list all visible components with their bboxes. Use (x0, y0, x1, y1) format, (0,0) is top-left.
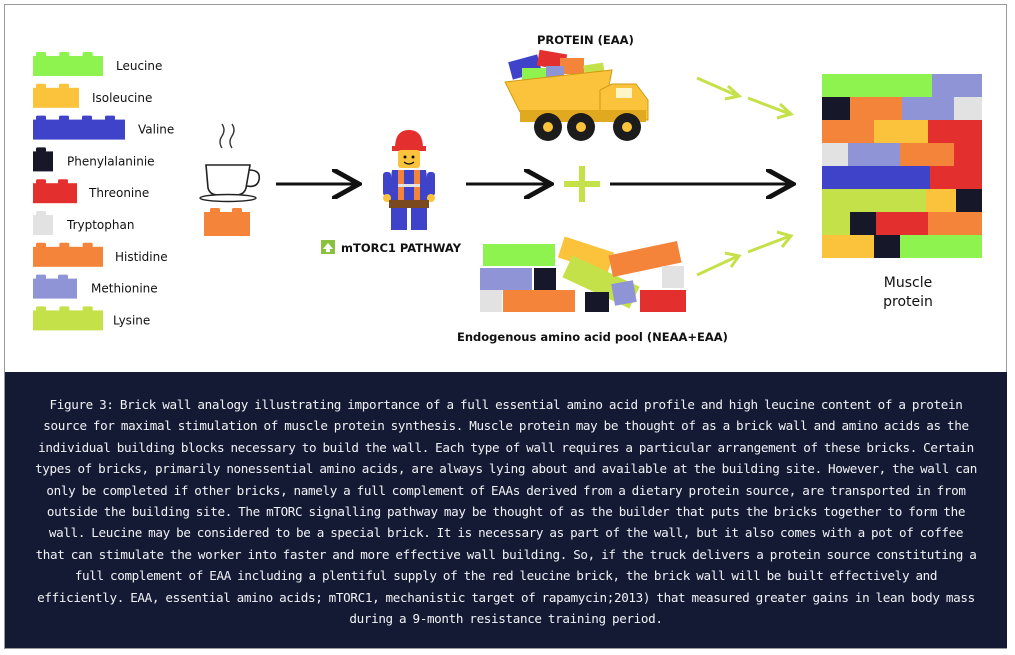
legend-brick-lysine (33, 306, 103, 331)
muscle-protein-brick-wall (822, 74, 982, 258)
wall-brick (822, 166, 930, 189)
legend: LeucineIsoleucineValinePhenylalaninieThr… (33, 52, 174, 331)
wall-brick (822, 212, 850, 235)
pool-to-wall-arrows (696, 230, 794, 277)
muscle-label-line2: protein (883, 294, 933, 310)
builder-worker-icon (383, 130, 435, 230)
wall-brick (900, 235, 982, 258)
wall-brick (926, 189, 956, 212)
wall-brick (912, 74, 932, 97)
legend-brick-phenylalaninie (33, 147, 53, 172)
wall-brick (932, 74, 982, 97)
wall-brick (850, 212, 876, 235)
wall-brick (928, 212, 982, 235)
legend-label: Threonine (88, 186, 149, 200)
figure-frame (4, 4, 1007, 649)
legend-brick-tryptophan (33, 211, 53, 235)
wall-brick (954, 97, 982, 120)
legend-brick-threonine (33, 179, 77, 204)
legend-label: Lysine (113, 313, 150, 327)
pathway-up-icon (321, 240, 335, 254)
wall-brick (822, 235, 874, 258)
wall-brick (822, 143, 848, 166)
muscle-label-line1: Muscle (884, 275, 932, 291)
wall-brick (930, 166, 982, 189)
diagram: LeucineIsoleucineValinePhenylalaninieThr… (33, 33, 982, 344)
legend-label: Isoleucine (92, 91, 152, 105)
plus-icon (564, 166, 600, 202)
dump-truck-icon (504, 49, 649, 141)
wall-brick (902, 97, 954, 120)
wall-brick (822, 97, 850, 120)
wall-brick (822, 74, 858, 97)
caption-box: Figure 3: Brick wall analogy illustratin… (5, 372, 1007, 648)
coffee-cup-icon (199, 123, 261, 203)
leucine-special-brick (204, 208, 250, 236)
legend-brick-histidine (33, 242, 103, 267)
legend-label: Histidine (115, 250, 168, 264)
legend-label: Tryptophan (66, 218, 134, 232)
pathway-label: mTORC1 PATHWAY (341, 241, 462, 255)
wall-brick (848, 143, 900, 166)
wall-brick (874, 120, 928, 143)
wall-brick (822, 189, 876, 212)
wall-brick (928, 120, 982, 143)
wall-brick (858, 74, 912, 97)
amino-acid-pool-bricks (480, 236, 686, 312)
wall-brick (876, 212, 928, 235)
figure-caption: Figure 3: Brick wall analogy illustratin… (35, 397, 977, 627)
wall-brick (954, 143, 982, 166)
legend-label: Leucine (116, 59, 162, 73)
wall-brick (874, 235, 900, 258)
wall-brick (850, 97, 902, 120)
legend-brick-valine (33, 115, 125, 140)
legend-label: Valine (138, 123, 174, 137)
wall-brick (822, 120, 874, 143)
legend-brick-leucine (33, 52, 103, 76)
legend-label: Phenylalaninie (67, 154, 155, 168)
legend-brick-methionine (33, 274, 77, 299)
wall-brick (956, 189, 982, 212)
pool-label: Endogenous amino acid pool (NEAA+EAA) (457, 330, 728, 344)
legend-label: Methionine (91, 282, 158, 296)
truck-to-wall-arrows (696, 76, 795, 120)
wall-brick (876, 189, 926, 212)
wall-brick (900, 143, 954, 166)
truck-label: PROTEIN (EAA) (537, 33, 634, 47)
legend-brick-isoleucine (33, 83, 79, 108)
